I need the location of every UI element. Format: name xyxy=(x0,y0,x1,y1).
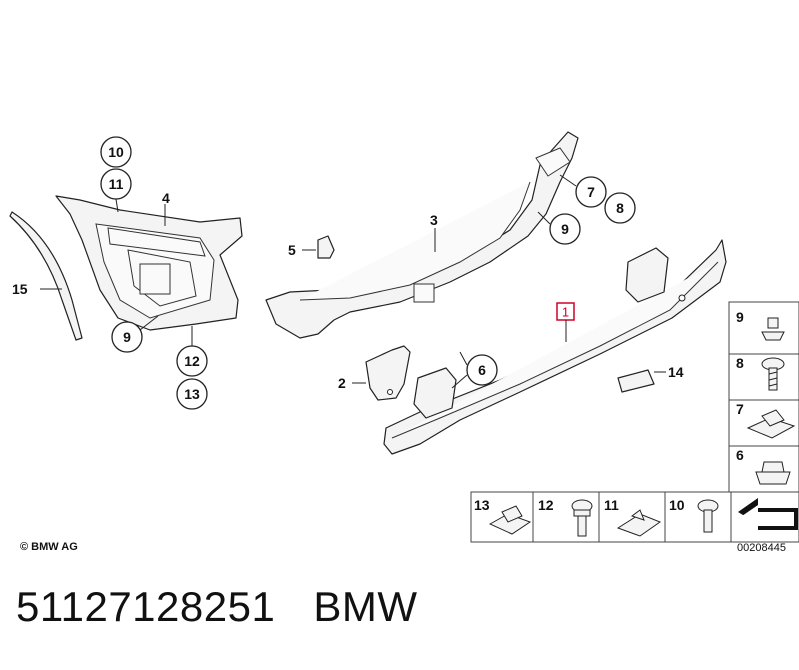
legend-9-number: 9 xyxy=(736,309,744,325)
legend-side: 9 8 7 6 xyxy=(728,301,799,493)
brand-name: BMW xyxy=(313,583,418,630)
callout-7: 7 xyxy=(575,176,607,208)
legend-bottom: 13 12 11 10 xyxy=(470,491,799,543)
legend-8-screw-icon xyxy=(761,357,785,391)
legend-9-clip-icon xyxy=(761,317,785,341)
callout-8: 8 xyxy=(604,192,636,224)
callout-9-mid: 9 xyxy=(549,213,581,245)
callout-12: 12 xyxy=(176,345,208,377)
callout-11: 11 xyxy=(100,168,132,200)
part-5-clip[interactable] xyxy=(317,235,335,259)
part-3-bumper-carrier[interactable] xyxy=(265,131,579,339)
legend-13-number: 13 xyxy=(474,497,490,513)
parts-diagram: 15 4 10 11 9 12 13 3 xyxy=(9,131,799,543)
part-number: 51127128251 xyxy=(16,583,276,630)
svg-text:11: 11 xyxy=(109,176,124,192)
svg-text:6: 6 xyxy=(478,362,486,378)
callout-1-label: 1 xyxy=(562,305,569,320)
legend-11-clip-icon xyxy=(616,509,662,537)
svg-text:10: 10 xyxy=(108,144,124,160)
svg-text:9: 9 xyxy=(561,221,569,237)
svg-text:7: 7 xyxy=(587,184,595,200)
footer: 51127128251 BMW xyxy=(16,583,417,631)
legend-7-nut-icon xyxy=(746,409,796,439)
callout-13: 13 xyxy=(176,378,208,410)
callout-5-label: 5 xyxy=(288,242,296,258)
callout-6: 6 xyxy=(466,354,498,386)
callout-3-label: 3 xyxy=(430,212,438,228)
legend-12-screw-icon xyxy=(571,499,593,537)
legend-6-grommet-icon xyxy=(755,461,791,485)
part-14-sticker[interactable] xyxy=(617,369,655,393)
arrow-icon xyxy=(738,498,798,530)
svg-text:12: 12 xyxy=(184,353,200,369)
part-2-plate[interactable] xyxy=(365,345,411,401)
callout-14-label: 14 xyxy=(668,364,684,380)
svg-text:8: 8 xyxy=(616,200,624,216)
callout-10: 10 xyxy=(100,136,132,168)
callout-9-left: 9 xyxy=(111,321,143,353)
legend-10-number: 10 xyxy=(669,497,685,513)
callout-4-label: 4 xyxy=(162,190,170,206)
legend-11-number: 11 xyxy=(604,497,619,513)
part-4-bracket[interactable] xyxy=(55,195,243,331)
legend-12-number: 12 xyxy=(538,497,554,513)
callout-2-label: 2 xyxy=(338,375,346,391)
legend-6-number: 6 xyxy=(736,447,744,463)
copyright-text: © BMW AG xyxy=(20,541,78,553)
drawing-number: 00208445 xyxy=(737,542,786,554)
svg-text:9: 9 xyxy=(123,329,131,345)
legend-13-nut-icon xyxy=(488,505,532,535)
part-15-trim-strip[interactable] xyxy=(9,211,83,341)
callout-15-label: 15 xyxy=(12,281,28,297)
svg-text:13: 13 xyxy=(184,386,200,402)
legend-7-number: 7 xyxy=(736,401,744,417)
legend-10-screw-icon xyxy=(697,499,719,533)
part-1-bumper-beam[interactable] xyxy=(383,239,727,455)
legend-8-number: 8 xyxy=(736,355,744,371)
